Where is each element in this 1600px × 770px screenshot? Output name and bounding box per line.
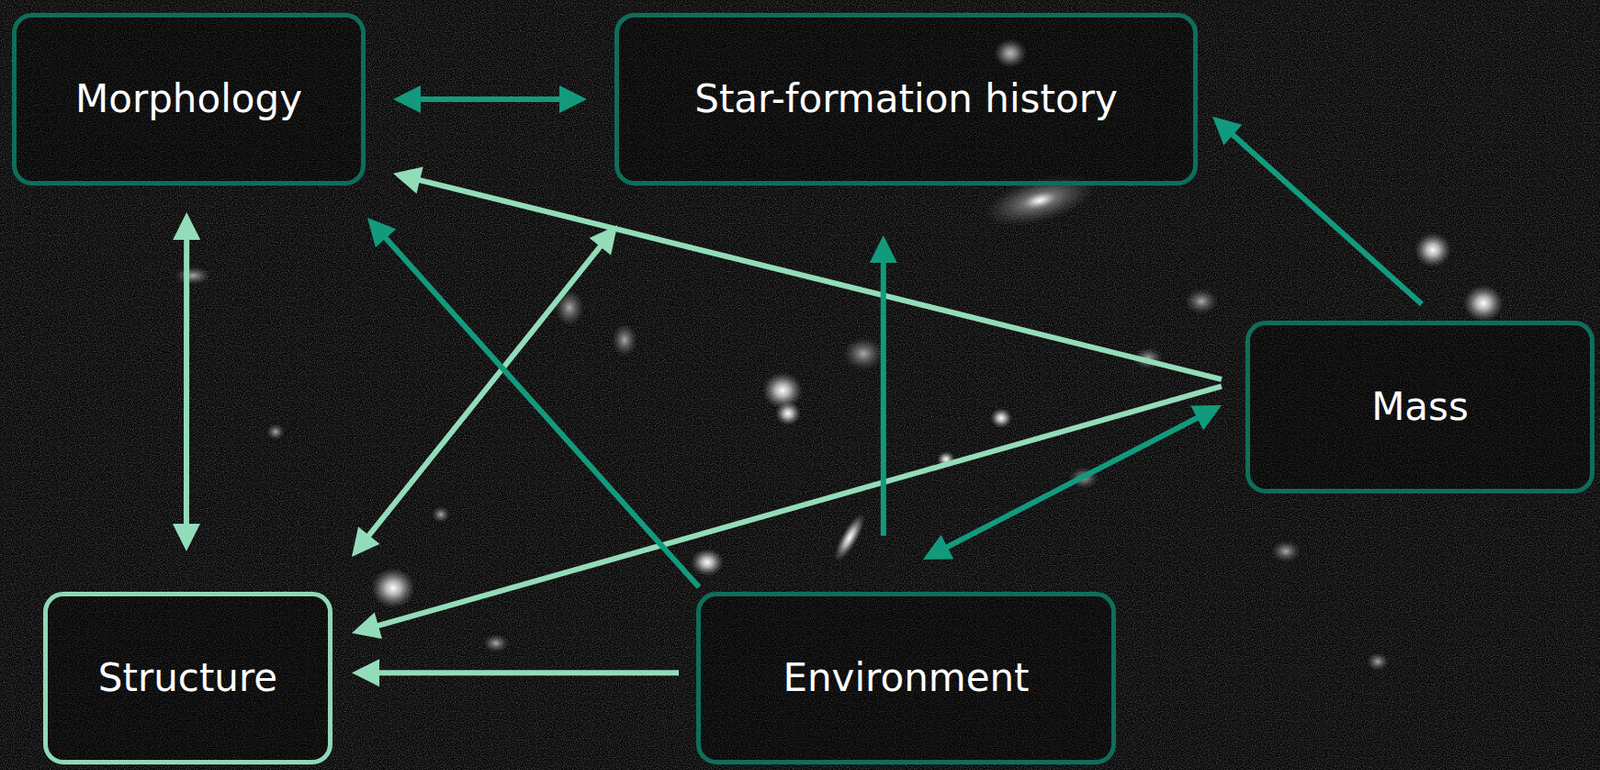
relation-arrow: [393, 85, 587, 113]
arrow-shaft: [417, 180, 1222, 380]
arrow-shaft: [418, 96, 562, 102]
arrow-head: [351, 658, 380, 687]
arrow-head: [172, 523, 201, 552]
arrow-shaft: [1231, 133, 1422, 305]
arrow-shaft: [377, 669, 679, 676]
arrow-head: [367, 217, 396, 248]
arrow-shaft: [946, 416, 1199, 548]
box-label: Mass: [1371, 383, 1469, 430]
arrow-shaft: [880, 260, 887, 536]
relation-arrow: [351, 658, 679, 687]
box-label: Environment: [782, 654, 1029, 701]
arrow-head: [869, 235, 898, 263]
concept-box: Mass: [1245, 320, 1595, 494]
arrow-head: [172, 212, 201, 240]
concept-box: Morphology: [11, 12, 366, 186]
box-label: Star-formation history: [694, 76, 1118, 123]
relation-arrow: [1212, 116, 1422, 305]
concept-box: Structure: [43, 591, 333, 765]
arrow-shaft: [183, 237, 190, 526]
arrow-shaft: [368, 245, 602, 537]
arrow-head: [923, 534, 955, 560]
arrow-head: [393, 85, 421, 113]
box-label: Structure: [98, 654, 278, 701]
arrow-shaft: [376, 385, 1222, 626]
arrow-head: [559, 85, 587, 113]
relation-arrow: [923, 405, 1222, 560]
arrow-head: [1190, 405, 1222, 430]
arrow-head: [1212, 116, 1242, 146]
arrow-shaft: [384, 236, 699, 587]
box-label: Morphology: [75, 76, 303, 123]
concept-box: Environment: [696, 591, 1116, 765]
relation-arrow: [367, 217, 699, 587]
relation-arrow: [172, 212, 201, 552]
relation-arrow: [869, 235, 898, 536]
arrow-head: [589, 225, 618, 256]
arrow-head: [393, 167, 424, 194]
arrow-head: [351, 612, 383, 640]
relation-arrow: [351, 225, 618, 557]
concept-box: Star-formation history: [614, 12, 1198, 186]
arrow-head: [351, 526, 380, 557]
